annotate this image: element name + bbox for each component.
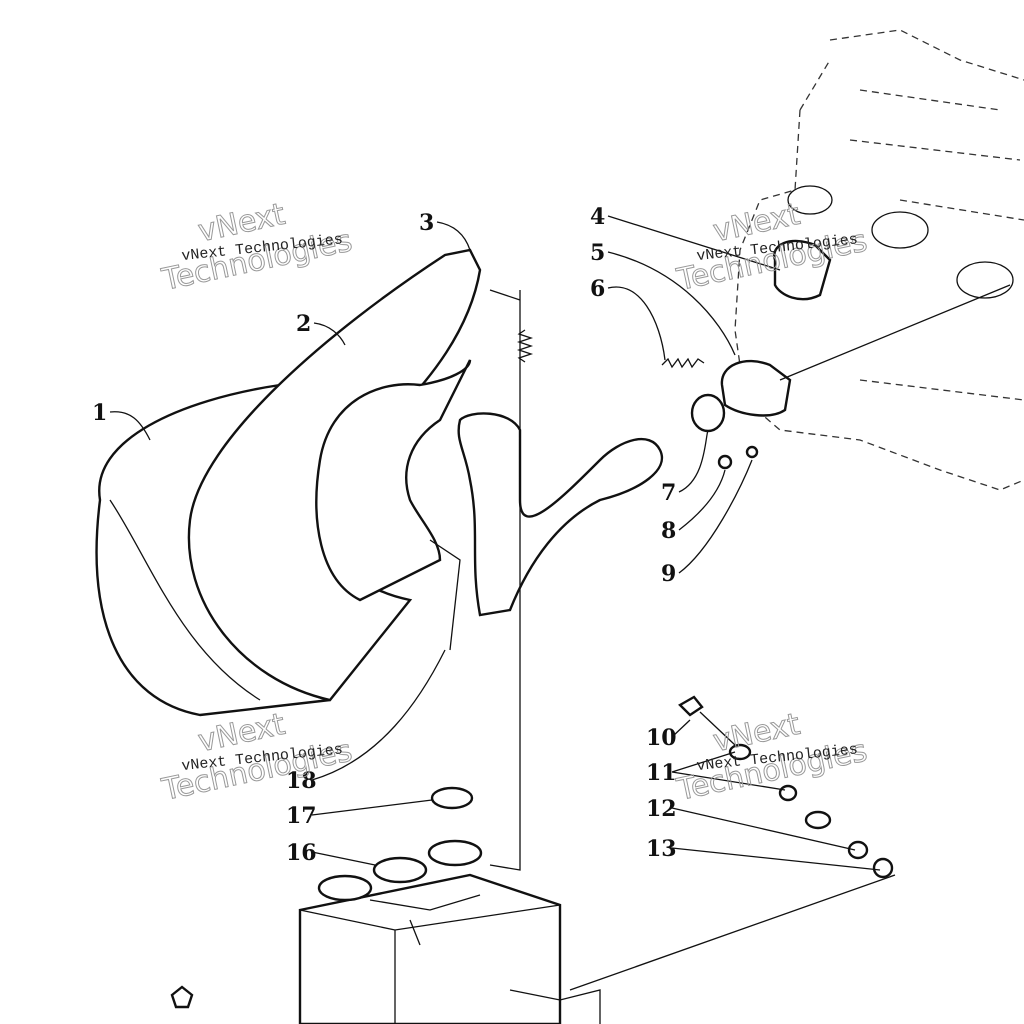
callout-7: 7 xyxy=(661,480,676,506)
leader-lines xyxy=(109,215,881,871)
callout-6: 6 xyxy=(590,276,605,302)
callout-3: 3 xyxy=(419,210,434,236)
callout-9: 9 xyxy=(661,561,676,587)
callout-4: 4 xyxy=(590,204,605,230)
callout-labels: 1 2 3 4 5 6 7 8 9 10 11 12 13 16 17 18 xyxy=(92,204,677,866)
callout-17: 17 xyxy=(286,803,317,829)
callout-1: 1 xyxy=(92,400,107,426)
callout-12: 12 xyxy=(646,796,677,822)
callout-10: 10 xyxy=(646,725,677,751)
silencer-box xyxy=(170,786,601,1024)
callout-11: 11 xyxy=(646,760,677,786)
callout-8: 8 xyxy=(661,518,676,544)
callout-16: 16 xyxy=(286,840,317,866)
springs xyxy=(489,289,705,871)
callout-13: 13 xyxy=(646,836,677,862)
engine-block-outline xyxy=(734,29,1024,491)
expansion-chamber xyxy=(95,248,664,717)
mount-hardware xyxy=(569,695,896,991)
callout-18: 18 xyxy=(286,768,317,794)
callout-2: 2 xyxy=(296,311,311,337)
exhaust-flange xyxy=(690,239,1011,470)
callout-5: 5 xyxy=(590,240,605,266)
